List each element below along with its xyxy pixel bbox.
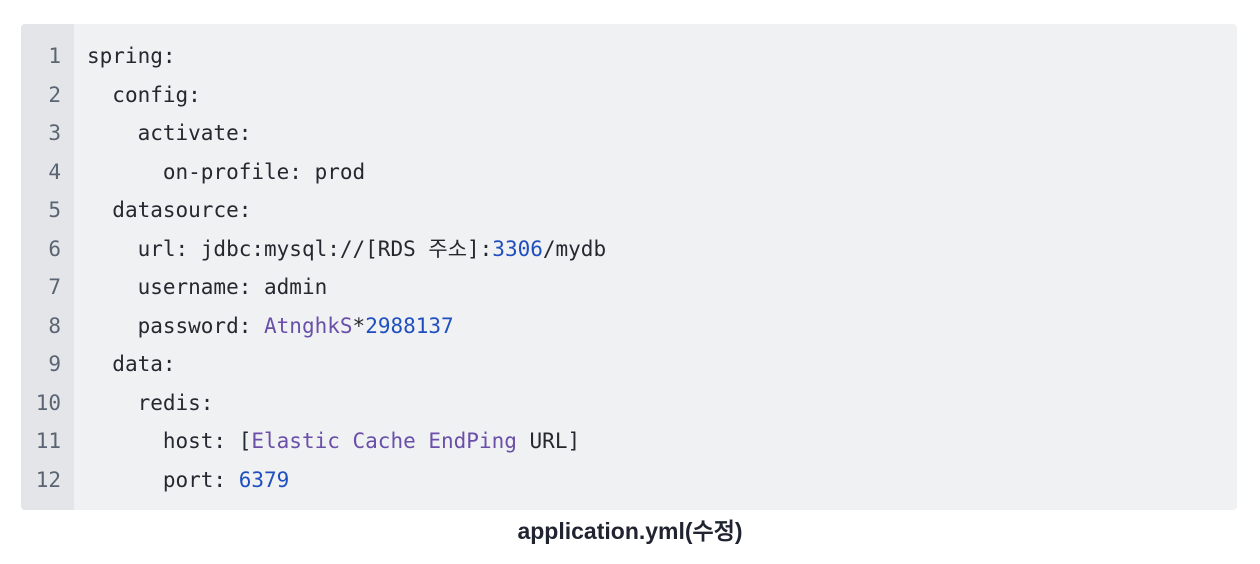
line-number: 5 [48, 198, 61, 222]
line-number: 9 [48, 352, 61, 376]
code-token: /mydb [542, 236, 607, 261]
code-line: config: [87, 80, 1237, 119]
code-line: data: [87, 349, 1237, 388]
line-number: 4 [48, 159, 61, 184]
code-line: on-profile: prod [87, 157, 1237, 196]
code-line: port: 6379 [87, 465, 1237, 504]
code-token: activate: [137, 121, 252, 145]
code-token: * [352, 313, 366, 338]
code-token: 3306 [492, 236, 543, 261]
code-content: spring: config: activate: on-profile: pr… [74, 24, 1237, 510]
code-token: password: [137, 313, 265, 338]
code-token: 2988137 [365, 313, 454, 338]
code-token: port: [162, 467, 239, 492]
code-line: password: AtnghkS*2988137 [87, 311, 1237, 350]
code-token: datasource: [112, 198, 252, 222]
line-number: 11 [35, 429, 61, 453]
figure-caption: application.yml(수정) [517, 518, 743, 544]
code-token: spring: [87, 44, 176, 68]
line-number: 1 [48, 44, 61, 68]
line-number: 3 [48, 121, 61, 145]
code-token: username: admin [137, 275, 328, 299]
code-line: activate: [87, 118, 1237, 157]
code-token: url: jdbc:mysql://[RDS 주소]: [137, 236, 493, 261]
line-number: 7 [48, 275, 61, 299]
code-line: url: jdbc:mysql://[RDS 주소]:3306/mydb [87, 234, 1237, 273]
code-line: host: [Elastic Cache EndPing URL] [87, 426, 1237, 465]
code-token: on-profile: prod [162, 159, 366, 184]
code-line: spring: [87, 41, 1237, 80]
code-token: config: [112, 82, 201, 107]
line-number: 6 [48, 236, 61, 261]
code-token: redis: [137, 390, 214, 415]
code-token: Elastic Cache EndPing [251, 429, 517, 453]
line-number: 10 [35, 390, 61, 415]
line-number: 2 [48, 82, 61, 107]
code-token: host: [ [162, 429, 252, 453]
code-line: redis: [87, 388, 1237, 427]
code-token: 6379 [238, 467, 290, 492]
code-line: username: admin [87, 272, 1237, 311]
code-line: datasource: [87, 195, 1237, 234]
code-token: URL] [516, 429, 581, 453]
line-number: 12 [35, 467, 61, 492]
code-token: data: [112, 352, 176, 376]
line-number: 8 [48, 313, 61, 338]
code-token: AtnghkS [264, 313, 353, 338]
